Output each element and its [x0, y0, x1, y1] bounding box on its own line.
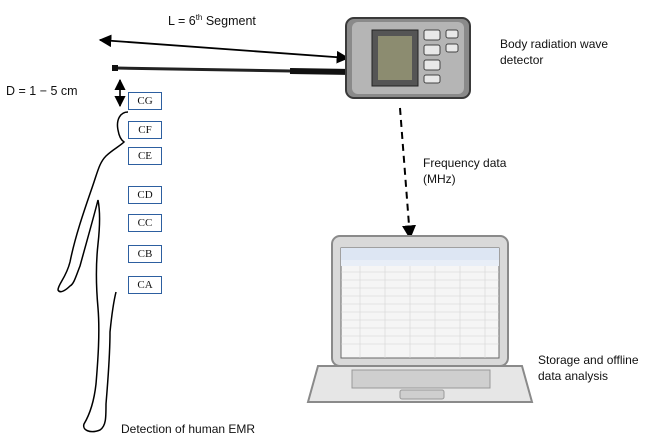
frequency-label: Frequency data (MHz) — [423, 156, 507, 186]
frequency-data-arrow — [399, 107, 417, 240]
segment-box: CA — [128, 276, 162, 294]
segment-box: CF — [128, 121, 162, 139]
segment-box: CE — [128, 147, 162, 165]
distance-label: D = 1 − 5 cm — [6, 84, 78, 98]
detector-device-icon — [345, 17, 471, 99]
length-label: L = 6th Segment — [168, 13, 256, 29]
human-body-outline — [57, 111, 129, 433]
storage-label: Storage and offline data analysis — [538, 353, 639, 383]
length-arrow — [98, 34, 350, 64]
detection-label: Detection of human EMR — [121, 422, 256, 436]
detector-label: Body radiation wave detector — [500, 37, 609, 67]
antenna — [112, 65, 353, 75]
segment-box: CC — [128, 214, 162, 232]
segment-box: CB — [128, 245, 162, 263]
segment-box: CG — [128, 92, 162, 110]
segment-box: CD — [128, 186, 162, 204]
